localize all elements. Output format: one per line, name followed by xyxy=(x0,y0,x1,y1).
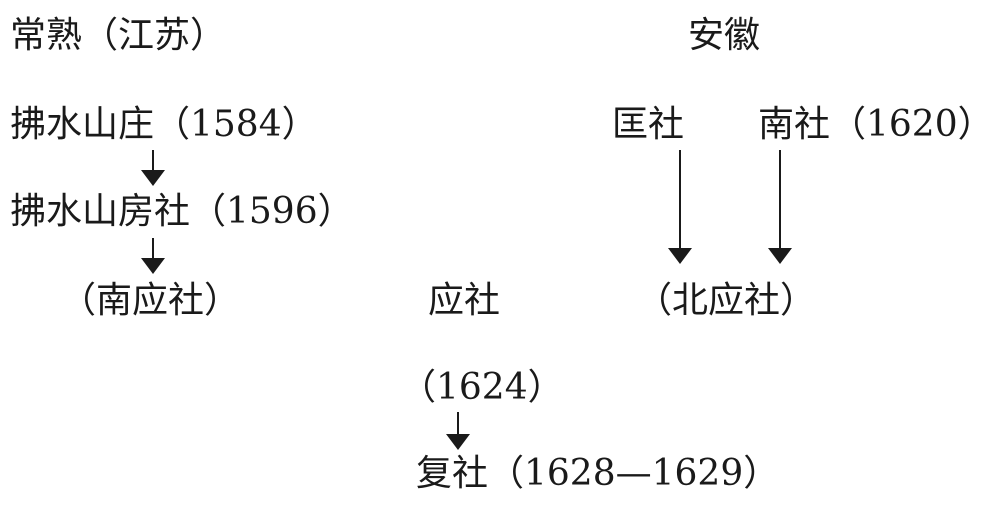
arrow-shanzhuang-to-shanfangshe xyxy=(141,150,165,186)
arrow-yingshe-year-to-fushe xyxy=(446,412,470,450)
region-anhui-label: 安徽 xyxy=(688,15,761,56)
node-fushui-shanfangshe: 拂水山房社（1596） xyxy=(10,191,354,232)
node-nan-yingshe: （南应社） xyxy=(60,280,241,321)
node-yingshe-year: （1624） xyxy=(400,367,564,408)
arrow-kuangshe-to-bei-yingshe xyxy=(668,150,692,264)
node-fushe: 复社（1628—1629） xyxy=(416,453,780,494)
region-changshu-label: 常熟（江苏） xyxy=(10,15,227,56)
arrow-shanfangshe-to-nan-yingshe xyxy=(141,238,165,274)
node-fushui-shanzhuang: 拂水山庄（1584） xyxy=(10,104,318,145)
node-kuangshe: 匡社 xyxy=(612,104,685,145)
node-bei-yingshe: （北应社） xyxy=(636,280,817,321)
arrow-nanshe-to-bei-yingshe xyxy=(768,150,792,264)
node-nanshe: 南社（1620） xyxy=(758,104,982,145)
node-yingshe: 应社 xyxy=(428,280,501,321)
